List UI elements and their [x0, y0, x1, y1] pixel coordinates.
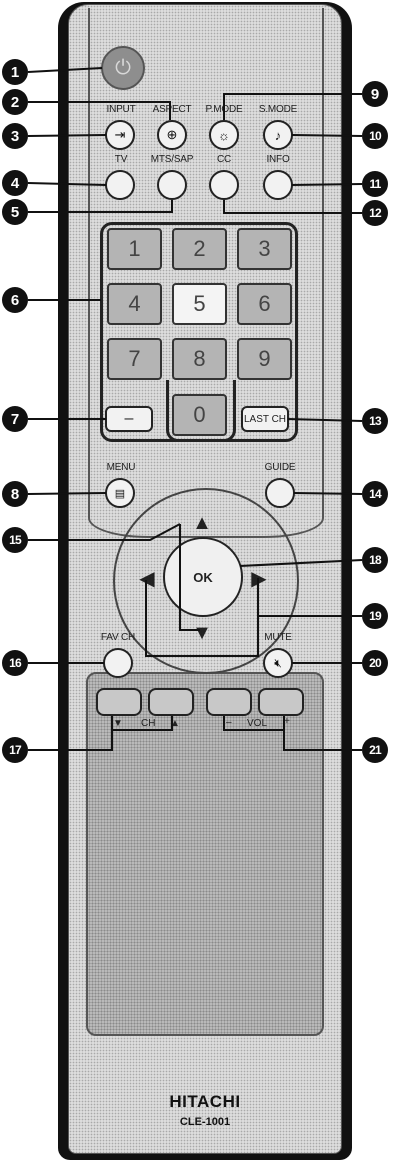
callout-4: 4	[2, 170, 28, 196]
tv-label: TV	[114, 154, 128, 165]
mts-label: MTS/SAP	[150, 154, 194, 165]
cc-button[interactable]	[209, 170, 239, 200]
mute-button[interactable]: 🔇︎	[263, 648, 293, 678]
input-label: INPUT	[106, 104, 136, 115]
callout-8: 8	[2, 481, 28, 507]
left-arrow-button[interactable]: ◀	[139, 568, 155, 590]
down-arrow-button[interactable]: ▼	[192, 622, 212, 644]
callout-18: 18	[362, 547, 388, 573]
key-6[interactable]: 6	[237, 283, 292, 325]
aspect-label: ASPECT	[152, 104, 192, 115]
callout-21: 21	[362, 737, 388, 763]
callout-19: 19	[362, 603, 388, 629]
vol-down-symbol: –	[226, 717, 232, 728]
key-8[interactable]: 8	[172, 338, 227, 380]
ch-up-symbol: ▲	[170, 718, 180, 729]
callout-5: 5	[2, 199, 28, 225]
menu-icon: ▤	[114, 487, 126, 500]
mts-sap-button[interactable]	[157, 170, 187, 200]
callout-16: 16	[2, 650, 28, 676]
tv-button[interactable]	[105, 170, 135, 200]
key-7[interactable]: 7	[107, 338, 162, 380]
callout-6: 6	[2, 287, 28, 313]
mute-icon: 🔇︎	[274, 655, 282, 670]
callout-2: 2	[2, 89, 28, 115]
callout-14: 14	[362, 481, 388, 507]
info-label: INFO	[266, 154, 290, 165]
key-3[interactable]: 3	[237, 228, 292, 270]
ch-label: CH	[141, 718, 156, 729]
up-arrow-button[interactable]: ▲	[192, 512, 212, 534]
smode-label: S.MODE	[258, 104, 298, 115]
cc-label: CC	[216, 154, 232, 165]
ch-down-button[interactable]	[96, 688, 142, 716]
aspect-button[interactable]: ⊕	[157, 120, 187, 150]
callout-11: 11	[362, 171, 388, 197]
menu-button[interactable]: ▤	[105, 478, 135, 508]
callout-1: 1	[2, 59, 28, 85]
callout-13: 13	[362, 408, 388, 434]
callout-12: 12	[362, 200, 388, 226]
mute-label: MUTE	[264, 632, 292, 643]
key-9[interactable]: 9	[237, 338, 292, 380]
vol-label: VOL	[247, 718, 268, 729]
info-button[interactable]	[263, 170, 293, 200]
vol-down-button[interactable]	[206, 688, 252, 716]
pmode-button[interactable]: ☼	[209, 120, 239, 150]
ok-button[interactable]: OK	[163, 537, 243, 617]
callout-10: 10	[362, 123, 388, 149]
zero-frame	[166, 380, 236, 442]
key-2[interactable]: 2	[172, 228, 227, 270]
key-0[interactable]: 0	[172, 394, 227, 436]
key-5[interactable]: 5	[172, 283, 227, 325]
callout-3: 3	[2, 123, 28, 149]
model-number: CLE-1001	[179, 1116, 231, 1128]
callout-7: 7	[2, 406, 28, 432]
input-icon: ⇥	[114, 127, 126, 142]
ch-down-symbol: ▼	[113, 718, 123, 729]
callout-15: 15	[2, 527, 28, 553]
key-4[interactable]: 4	[107, 283, 162, 325]
sound-mode-icon: ♪	[274, 127, 282, 143]
picture-mode-icon: ☼	[218, 127, 230, 143]
vol-up-button[interactable]	[258, 688, 304, 716]
brand-logo: HITACHI	[169, 1092, 241, 1111]
power-icon: ⏻	[115, 56, 131, 79]
ch-up-button[interactable]	[148, 688, 194, 716]
menu-label: MENU	[106, 462, 136, 473]
callout-17: 17	[2, 737, 28, 763]
vol-up-symbol: +	[284, 716, 290, 727]
key-1[interactable]: 1	[107, 228, 162, 270]
callout-20: 20	[362, 650, 388, 676]
guide-label: GUIDE	[264, 462, 296, 473]
aspect-icon: ⊕	[166, 127, 178, 142]
favch-label: FAV CH	[100, 632, 136, 643]
dpad-ring	[113, 488, 299, 674]
dash-button[interactable]: –	[105, 406, 153, 432]
callout-9: 9	[362, 81, 388, 107]
